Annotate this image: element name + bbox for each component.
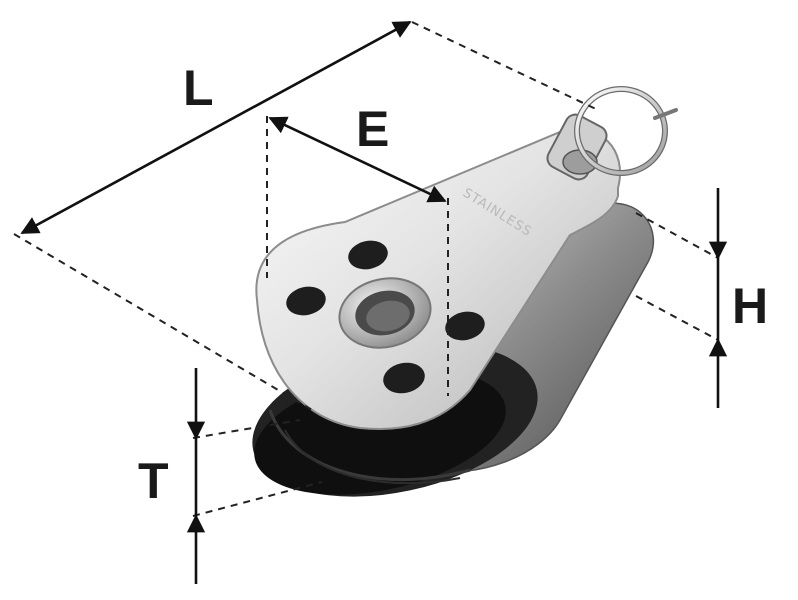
pulley-block-icon: STAINLESS	[252, 86, 678, 497]
plate-hole-left	[286, 286, 326, 316]
label-height: H	[732, 278, 768, 334]
label-length: L	[183, 60, 214, 116]
dimension-arrow-icon	[20, 20, 412, 235]
plate-hole-right	[445, 311, 485, 341]
dimension-eye: E	[268, 101, 447, 203]
plate-hole-top	[348, 240, 388, 270]
split-ring-icon	[574, 86, 678, 176]
plate-hole-bottom	[383, 362, 425, 394]
dimension-arrow-icon	[268, 116, 447, 203]
center-bushing	[338, 277, 432, 349]
label-thickness: T	[138, 453, 169, 509]
label-eye: E	[356, 101, 389, 157]
dimension-length: L	[20, 20, 412, 235]
dimension-thickness: T	[138, 368, 206, 584]
dimension-height: H	[708, 188, 768, 408]
